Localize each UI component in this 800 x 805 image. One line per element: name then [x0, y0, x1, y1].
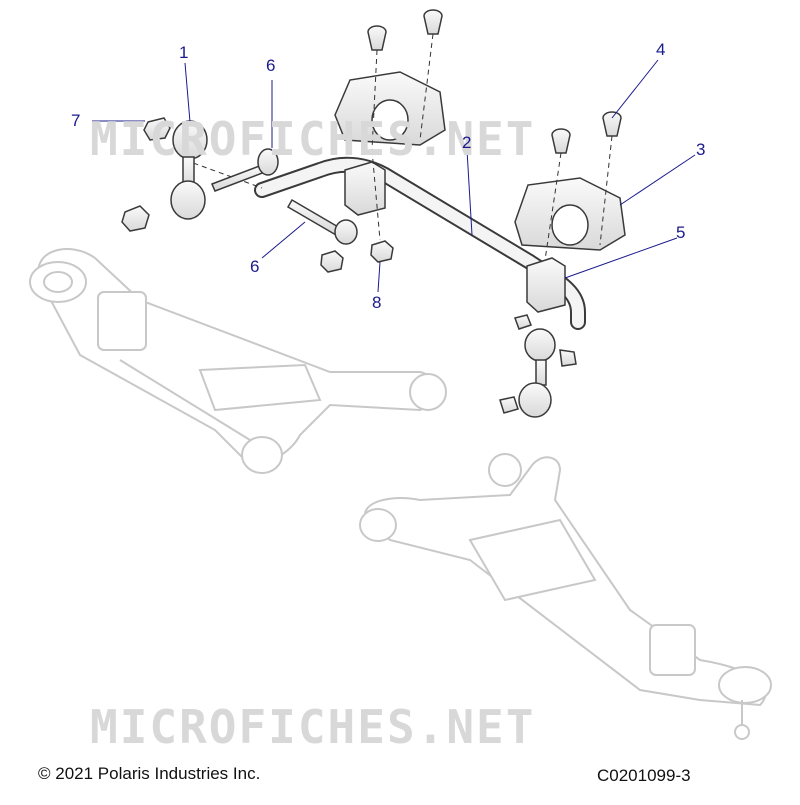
- callout-6-upper: 6: [266, 56, 276, 75]
- bushing-clamp-upper: [334, 71, 446, 146]
- figure-code: C0201099-3: [597, 766, 691, 785]
- stabilizer-bar: [254, 156, 586, 330]
- lock-nuts: [320, 240, 394, 273]
- callout-1: 1: [179, 43, 189, 62]
- callout-5: 5: [676, 223, 686, 242]
- callout-4: 4: [656, 40, 666, 59]
- bar-bushing-left: [344, 161, 386, 216]
- callout-2: 2: [462, 133, 472, 152]
- stabilizer-link-right: [499, 314, 577, 418]
- callout-3: 3: [696, 140, 706, 159]
- bushing-clamp-lower: [514, 177, 626, 251]
- callout-8: 8: [372, 293, 382, 312]
- stabilizer-link-left: [121, 117, 208, 232]
- bar-bushing-right: [526, 257, 566, 313]
- lower-control-arm-right: [359, 453, 772, 740]
- callout-6-lower: 6: [250, 257, 260, 276]
- bolt-lower: [286, 198, 358, 245]
- carriage-bolts: [367, 9, 622, 154]
- watermark-lower: MICROFICHES.NET: [90, 700, 536, 754]
- alignment-lines: [184, 33, 613, 261]
- lower-control-arm-left: [29, 248, 447, 474]
- callout-7: 7: [71, 111, 81, 130]
- leader-lines: [92, 59, 696, 293]
- copyright-text: © 2021 Polaris Industries Inc.: [38, 764, 261, 783]
- bolt-upper: [211, 148, 279, 192]
- watermark-upper: MICROFICHES.NET: [90, 112, 536, 166]
